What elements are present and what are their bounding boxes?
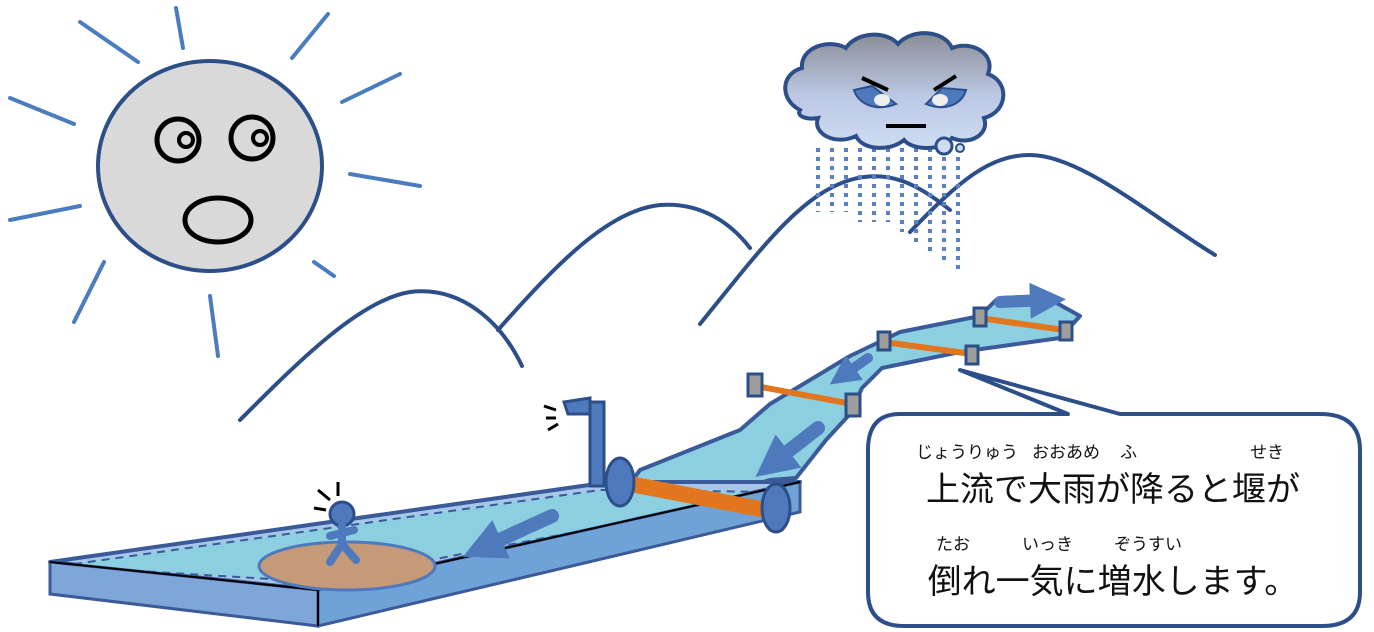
ruby-seki: せき (1250, 443, 1284, 463)
rain (816, 148, 960, 272)
person-icon (313, 482, 360, 566)
ruby-ikki: いっき (1022, 535, 1073, 555)
ruby-tao: たお (936, 535, 970, 555)
weir-middle (746, 372, 862, 418)
siren-icon (543, 396, 606, 488)
weir-lower (604, 456, 792, 534)
flow-arrows (462, 282, 1066, 559)
weir-top (972, 306, 1074, 342)
ruby-fu: ふ (1120, 443, 1137, 463)
callout-box (866, 368, 1362, 628)
weir-upper (876, 330, 980, 366)
ruby-jouryuu: じょうりゅう (916, 443, 1018, 463)
cloud-icon (783, 31, 1006, 156)
channel (48, 480, 802, 628)
mountains (238, 152, 1217, 422)
caption-line-2: 倒れ一気に増水します。 (927, 562, 1299, 602)
ruby-ooame: おおあめ (1032, 443, 1100, 463)
caption-line-1: 上流で大雨が降ると堰が (926, 470, 1300, 510)
sun-icon (8, 6, 422, 358)
callout-text: じょうりゅう おおあめ ふ せき 上流で大雨が降ると堰が たお いっき ぞうすい… (868, 414, 1358, 626)
ruby-zousui: ぞうすい (1114, 535, 1182, 555)
